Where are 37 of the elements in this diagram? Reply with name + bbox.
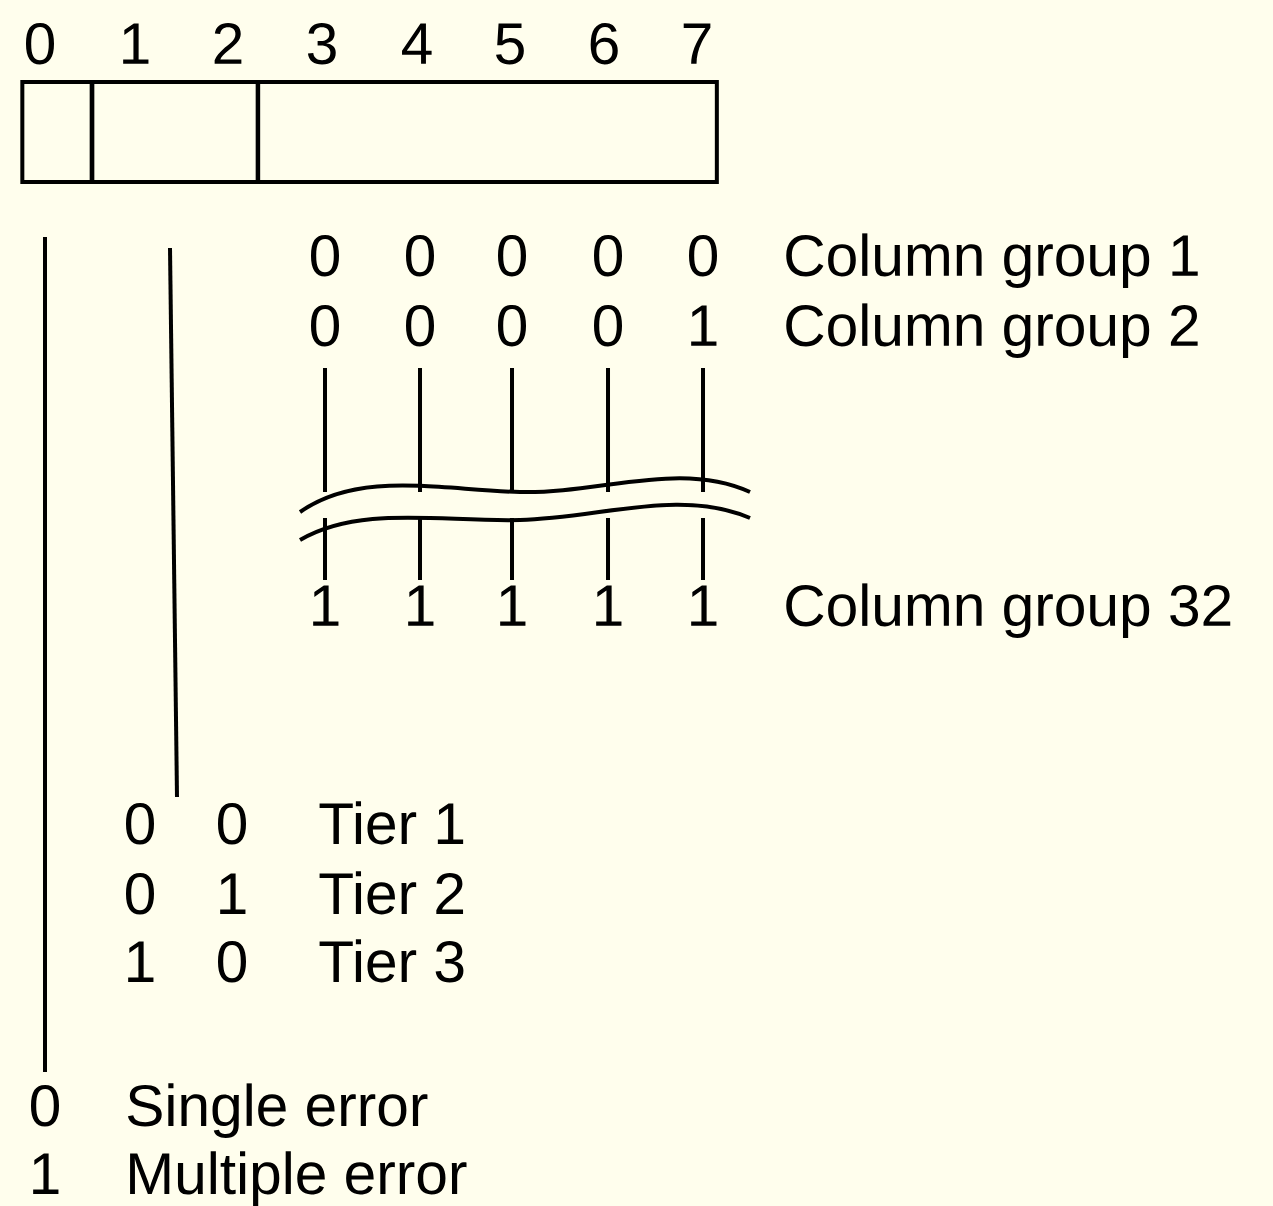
- register-field: [256, 80, 719, 184]
- bit-number: 2: [214, 22, 242, 64]
- bit-value: 1: [408, 585, 434, 626]
- tier-name: Tier 2: [319, 871, 464, 915]
- bit-value: 1: [500, 585, 526, 626]
- error-name: Multiple error: [130, 1151, 467, 1206]
- bit-value: 0: [126, 802, 154, 845]
- bit-value: 0: [311, 304, 339, 347]
- tier-name: Tier 1: [319, 801, 464, 845]
- tier-name: Tier 3: [319, 939, 464, 983]
- error-name: Single error: [127, 1083, 428, 1139]
- bit-value: 0: [406, 304, 434, 347]
- bit-value: 1: [596, 585, 622, 626]
- bit-number: 0: [26, 22, 54, 65]
- group-name: Column group 1: [786, 233, 1198, 289]
- bit-value: 0: [31, 1084, 59, 1127]
- bit-value: 0: [498, 234, 526, 277]
- bit-value: 0: [689, 234, 717, 277]
- bit-number: 4: [402, 23, 432, 64]
- bit-value: 1: [220, 873, 246, 914]
- bit-value: 1: [313, 585, 339, 626]
- bit-value: 0: [218, 802, 246, 845]
- group-name: Column group 2: [786, 303, 1198, 359]
- bit-value: 0: [311, 234, 339, 277]
- bit-number: 1: [123, 23, 149, 64]
- bit-value: 1: [691, 585, 717, 626]
- bit-value: 0: [594, 304, 622, 347]
- bit-value: 0: [406, 234, 434, 277]
- bit-value: 0: [218, 940, 246, 983]
- bit-value: 1: [691, 305, 717, 346]
- group-name: Column group 32: [786, 583, 1231, 639]
- bit-value: 0: [594, 234, 622, 277]
- bit-value: 0: [498, 304, 526, 347]
- bit-value: 0: [126, 872, 154, 915]
- bit-number: 3: [307, 22, 336, 65]
- bit-value: 1: [33, 1153, 59, 1194]
- bit-value: 1: [128, 941, 154, 982]
